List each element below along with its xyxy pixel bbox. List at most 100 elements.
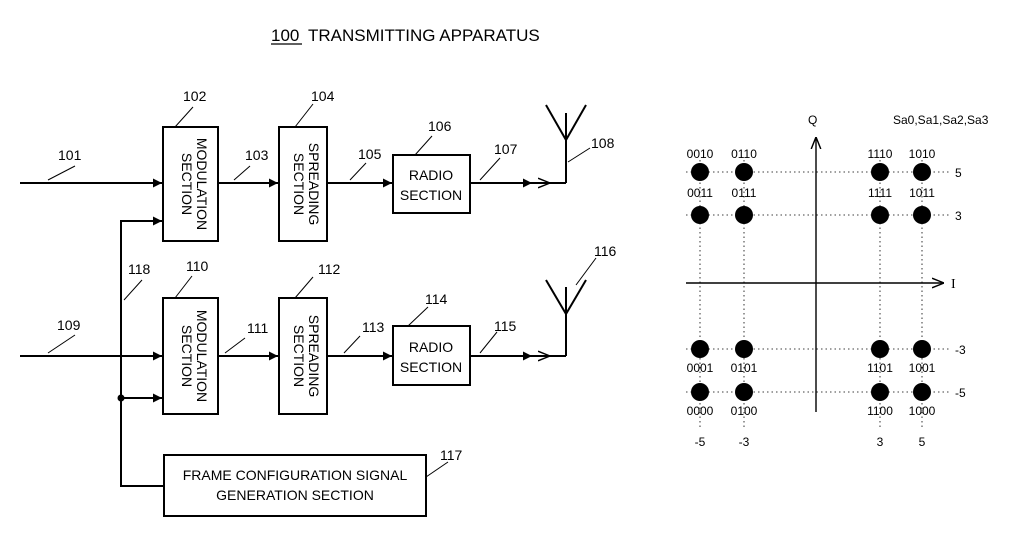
spreading-104-line1: SPREADING — [306, 143, 322, 225]
ref-label-117: 117 — [440, 447, 463, 463]
ref-label-113: 113 — [362, 319, 385, 335]
antenna-108: 108 — [545, 104, 615, 184]
leader-107 — [479, 157, 501, 181]
leader-102 — [174, 106, 194, 128]
ref-label-107: 107 — [494, 141, 518, 157]
constellation-point-label: 1001 — [909, 361, 936, 375]
spreading-section-104: SPREADING SECTION 104 — [278, 88, 335, 242]
modulation-102-line1: MODULATION — [194, 138, 210, 230]
ref-label-112: 112 — [318, 261, 341, 277]
constellation-point-label: 0001 — [687, 361, 714, 375]
leader-118 — [123, 279, 143, 301]
ref-label-110: 110 — [186, 258, 209, 274]
i-axis-label: I — [951, 277, 956, 292]
leader-110 — [174, 275, 193, 299]
i-tick-label: -5 — [695, 435, 706, 449]
modulation-110-line2: SECTION — [179, 325, 195, 387]
spreading-box-112 — [278, 297, 328, 415]
ref-label-101: 101 — [58, 147, 82, 163]
leader-109 — [47, 334, 76, 354]
constellation-gridlines — [686, 160, 950, 430]
modulation-section-110: MODULATION SECTION 110 — [162, 258, 219, 415]
constellation-point-label: 0011 — [687, 186, 713, 200]
radio-114-line2: SECTION — [400, 359, 462, 375]
constellation-point — [913, 383, 931, 401]
constellation-point-label: 1010 — [909, 147, 936, 161]
leader-106 — [414, 135, 433, 156]
leader-112 — [294, 276, 314, 299]
constellation-point — [913, 163, 931, 181]
q-axis-label: Q — [808, 113, 817, 127]
leader-101 — [47, 165, 76, 181]
leader-116 — [575, 257, 597, 286]
q-tick-label: -3 — [955, 343, 966, 357]
modulation-110-line1: MODULATION — [194, 310, 210, 402]
constellation-point-label: 1011 — [909, 186, 935, 200]
constellation-point-label: 1111 — [868, 186, 892, 200]
constellation-point-label: 0100 — [731, 404, 758, 418]
antenna-108-arm-right — [565, 104, 587, 141]
constellation-point — [871, 340, 889, 358]
constellation-point-label: 1101 — [867, 361, 893, 375]
ref-label-118: 118 — [128, 261, 151, 277]
antenna-116-arm-left — [545, 279, 567, 315]
ref-label-111: 111 — [247, 320, 268, 336]
radio-114-line1: RADIO — [409, 339, 453, 355]
frame-config-box-117 — [163, 454, 427, 517]
ref-label-114: 114 — [425, 291, 448, 307]
constellation-point — [691, 163, 709, 181]
i-tick-label: 5 — [919, 435, 926, 449]
radio-106-line1: RADIO — [409, 167, 453, 183]
antenna-116: 116 — [545, 243, 617, 357]
i-tick-label: -3 — [739, 435, 750, 449]
ref-label-116: 116 — [594, 243, 617, 259]
constellation-point-label: 1100 — [867, 404, 893, 418]
q-tick-label: -5 — [955, 386, 966, 400]
radio-box-106 — [392, 154, 471, 214]
i-tick-label: 3 — [877, 435, 884, 449]
leader-103 — [233, 165, 251, 181]
antenna-108-arm-left — [545, 104, 567, 141]
constellation-point — [735, 163, 753, 181]
constellation-point — [735, 206, 753, 224]
leader-115 — [479, 331, 498, 354]
ref-label-105: 105 — [358, 146, 382, 162]
constellation-point-label: 0110 — [731, 147, 757, 161]
spreading-box-104 — [278, 126, 328, 242]
radio-section-106: RADIO SECTION 106 — [392, 118, 471, 214]
constellation-point — [691, 340, 709, 358]
diagram-title: 100 TRANSMITTING APPARATUS — [271, 26, 540, 45]
leader-105 — [349, 162, 367, 181]
spreading-112-line2: SECTION — [291, 325, 307, 387]
frame-config-line1: FRAME CONFIGURATION SIGNAL — [183, 467, 408, 483]
constellation-point — [735, 340, 753, 358]
spreading-112-line1: SPREADING — [306, 315, 322, 397]
constellation-point — [691, 206, 709, 224]
antenna-116-arm-right — [565, 279, 587, 315]
constellation-point — [735, 383, 753, 401]
constellation-point-label: 0000 — [687, 404, 714, 418]
frame-config-line2: GENERATION SECTION — [216, 487, 374, 503]
leader-113 — [343, 335, 361, 354]
leader-111 — [224, 337, 246, 354]
leader-108 — [567, 147, 591, 163]
spreading-section-112: SPREADING SECTION 112 — [278, 261, 341, 415]
constellation-point-label: 1000 — [909, 404, 936, 418]
modulation-box-110 — [162, 297, 219, 415]
leader-104 — [294, 103, 314, 128]
ref-label-106: 106 — [428, 118, 452, 134]
constellation-point-label: 1110 — [868, 147, 893, 161]
constellation-point-label: 0010 — [687, 147, 714, 161]
leader-114 — [407, 306, 429, 327]
constellation-point — [913, 206, 931, 224]
title-text: TRANSMITTING APPARATUS — [308, 26, 540, 45]
constellation-point — [913, 340, 931, 358]
q-tick-label: 5 — [955, 166, 962, 180]
spreading-104-line2: SECTION — [291, 153, 307, 215]
constellation-point — [691, 383, 709, 401]
constellation-point-label: 0111 — [732, 186, 757, 200]
